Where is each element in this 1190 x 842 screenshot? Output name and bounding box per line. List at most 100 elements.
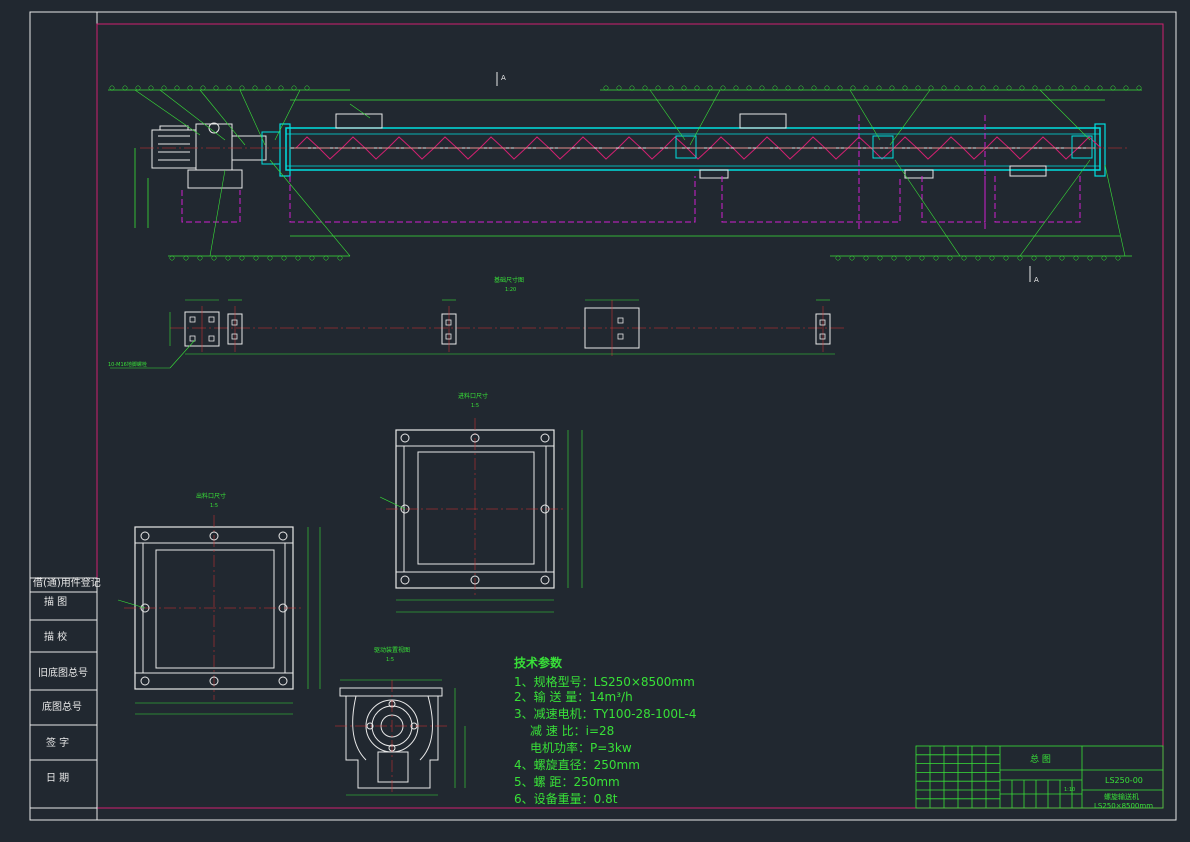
foundation-plan-view: 基础尺寸图 1:20 [108,276,845,369]
section-mark-bottom: A [1034,276,1039,284]
part-balloon [824,85,830,91]
anchor-bolt-note: 10-M16地脚螺栓 [108,361,147,368]
part-balloon [655,85,661,91]
product-name: 螺旋输送机 [1104,792,1139,801]
part-balloon [733,85,739,91]
part-balloon [975,255,981,261]
part-balloon [642,85,648,91]
part-balloon [148,85,154,91]
part-balloon [1084,85,1090,91]
part-balloon [902,85,908,91]
part-balloon [919,255,925,261]
part-balloon [811,85,817,91]
part-balloon [1097,85,1103,91]
registration-row: 底图总号 [42,700,82,713]
part-balloon [211,255,217,261]
part-balloon [291,85,297,91]
inlet-scale: 1:5 [471,403,479,409]
part-balloon [1006,85,1012,91]
part-balloon [169,255,175,261]
drawing-scale: 1:10 [1064,787,1075,793]
registration-row: 描 校 [44,630,67,643]
part-balloon [616,85,622,91]
outer-border [29,11,1177,821]
tech-param-line: 3、减速电机：TY100-28-100L-4 [514,707,696,721]
part-balloon [309,255,315,261]
registration-row: 日 期 [46,772,69,784]
part-balloon [1058,85,1064,91]
tech-param-line: 5、螺 距：250mm [514,775,620,789]
part-balloon [746,85,752,91]
outlet-scale: 1:5 [210,503,218,509]
part-balloon [928,85,934,91]
part-balloon [200,85,206,91]
part-balloon [603,85,609,91]
part-balloon [989,255,995,261]
part-balloon [863,85,869,91]
foundation-title: 基础尺寸图 [494,276,524,284]
part-balloon [1101,255,1107,261]
part-balloon [849,255,855,261]
motor-view-scale: 1:5 [386,657,394,663]
part-balloon [961,255,967,261]
tech-param-line: 减 速 比：i=28 [530,724,614,738]
motor-side-view: 驱动装置视图 1:5 [335,646,466,796]
part-balloon [225,255,231,261]
registration-row: 描 图 [44,595,67,608]
part-balloon [1087,255,1093,261]
inlet-title: 进料口尺寸 [458,392,488,400]
part-balloon [1031,255,1037,261]
section-mark-top: A [501,74,506,82]
part-balloon [668,85,674,91]
part-balloon [905,255,911,261]
part-balloon [1136,85,1142,91]
part-balloon [239,85,245,91]
drawing-title: 总 图 [1030,753,1051,765]
part-balloon [265,85,271,91]
part-balloon [295,255,301,261]
tech-param-line: 6、设备重量：0.8t [514,792,618,806]
part-balloon [785,85,791,91]
part-balloon [837,85,843,91]
part-balloon [252,85,258,91]
part-balloon [226,85,232,91]
part-balloon [798,85,804,91]
outlet-title: 出料口尺寸 [196,492,226,500]
part-balloon [1071,85,1077,91]
part-balloon [253,255,259,261]
part-balloon [954,85,960,91]
tech-param-line: 4、螺旋直径：250mm [514,758,640,772]
title-block [915,745,1164,809]
part-balloon [183,255,189,261]
part-balloon [135,85,141,91]
part-balloon [863,255,869,261]
left-registration-table [29,577,98,809]
part-balloon [1115,255,1121,261]
part-balloon [239,255,245,261]
part-balloon [187,85,193,91]
part-balloon [915,85,921,91]
part-balloon [1123,85,1129,91]
part-balloon [174,85,180,91]
part-balloon [281,255,287,261]
part-balloon [323,255,329,261]
part-balloon [267,255,273,261]
part-balloon [889,85,895,91]
part-balloon [1019,85,1025,91]
part-balloon [1110,85,1116,91]
part-balloon [1059,255,1065,261]
motor-view-title: 驱动装置视图 [374,646,410,654]
part-balloon [629,85,635,91]
foundation-scale: 1:20 [505,287,516,293]
part-balloon [122,85,128,91]
part-balloon [681,85,687,91]
registration-header: 借(通)用件登记 [33,576,101,589]
part-balloon [337,255,343,261]
part-balloon [304,85,310,91]
part-balloon [891,255,897,261]
part-balloon [772,85,778,91]
part-balloon [759,85,765,91]
tech-param-line: 电机功率：P=3kw [530,740,632,755]
part-balloon [941,85,947,91]
